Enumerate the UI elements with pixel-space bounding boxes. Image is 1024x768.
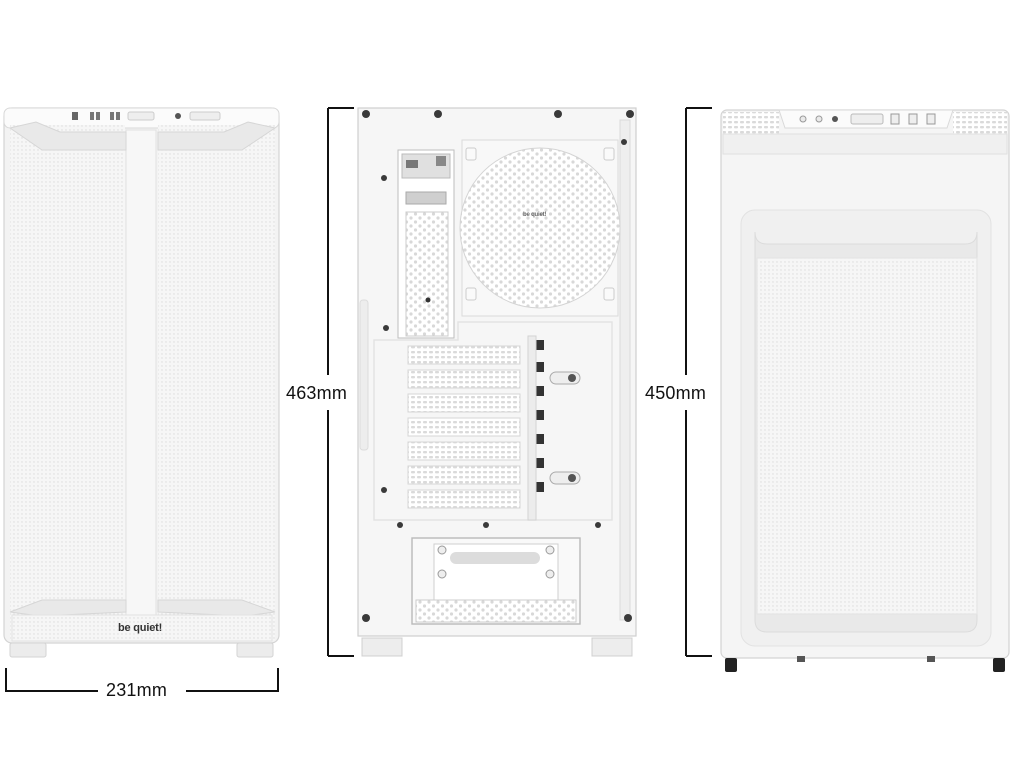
fan-brand-logo: be quiet!	[523, 212, 547, 218]
front-right-mesh	[158, 125, 275, 640]
rear-foot-left	[361, 637, 403, 657]
front-view-drawing	[3, 107, 280, 658]
side-view-drawing	[720, 109, 1010, 672]
front-center-divider	[125, 129, 157, 639]
depth-dimension-line	[685, 107, 712, 657]
width-dimension-line	[5, 668, 279, 692]
side-view	[715, 100, 1015, 680]
depth-label: 450mm	[645, 383, 707, 403]
rear-view: be quiet!	[350, 100, 650, 670]
width-label: 231mm	[106, 680, 168, 700]
height-dimension-line	[327, 107, 354, 657]
front-foot-right	[236, 642, 274, 658]
rear-view-drawing	[357, 107, 637, 657]
front-foot-left	[9, 642, 47, 658]
rear-foot-right	[591, 637, 633, 657]
side-mesh-panel	[756, 257, 978, 615]
side-foot-right	[993, 658, 1005, 672]
front-brand-logo: be quiet!	[118, 622, 163, 634]
height-label: 463mm	[286, 383, 348, 403]
side-foot-left	[725, 658, 737, 672]
rear-fan	[459, 147, 621, 309]
front-bottom-grille	[11, 614, 273, 642]
rear-expansion-slots	[407, 345, 521, 509]
front-left-mesh	[10, 125, 125, 640]
front-view: be quiet!	[0, 0, 290, 700]
